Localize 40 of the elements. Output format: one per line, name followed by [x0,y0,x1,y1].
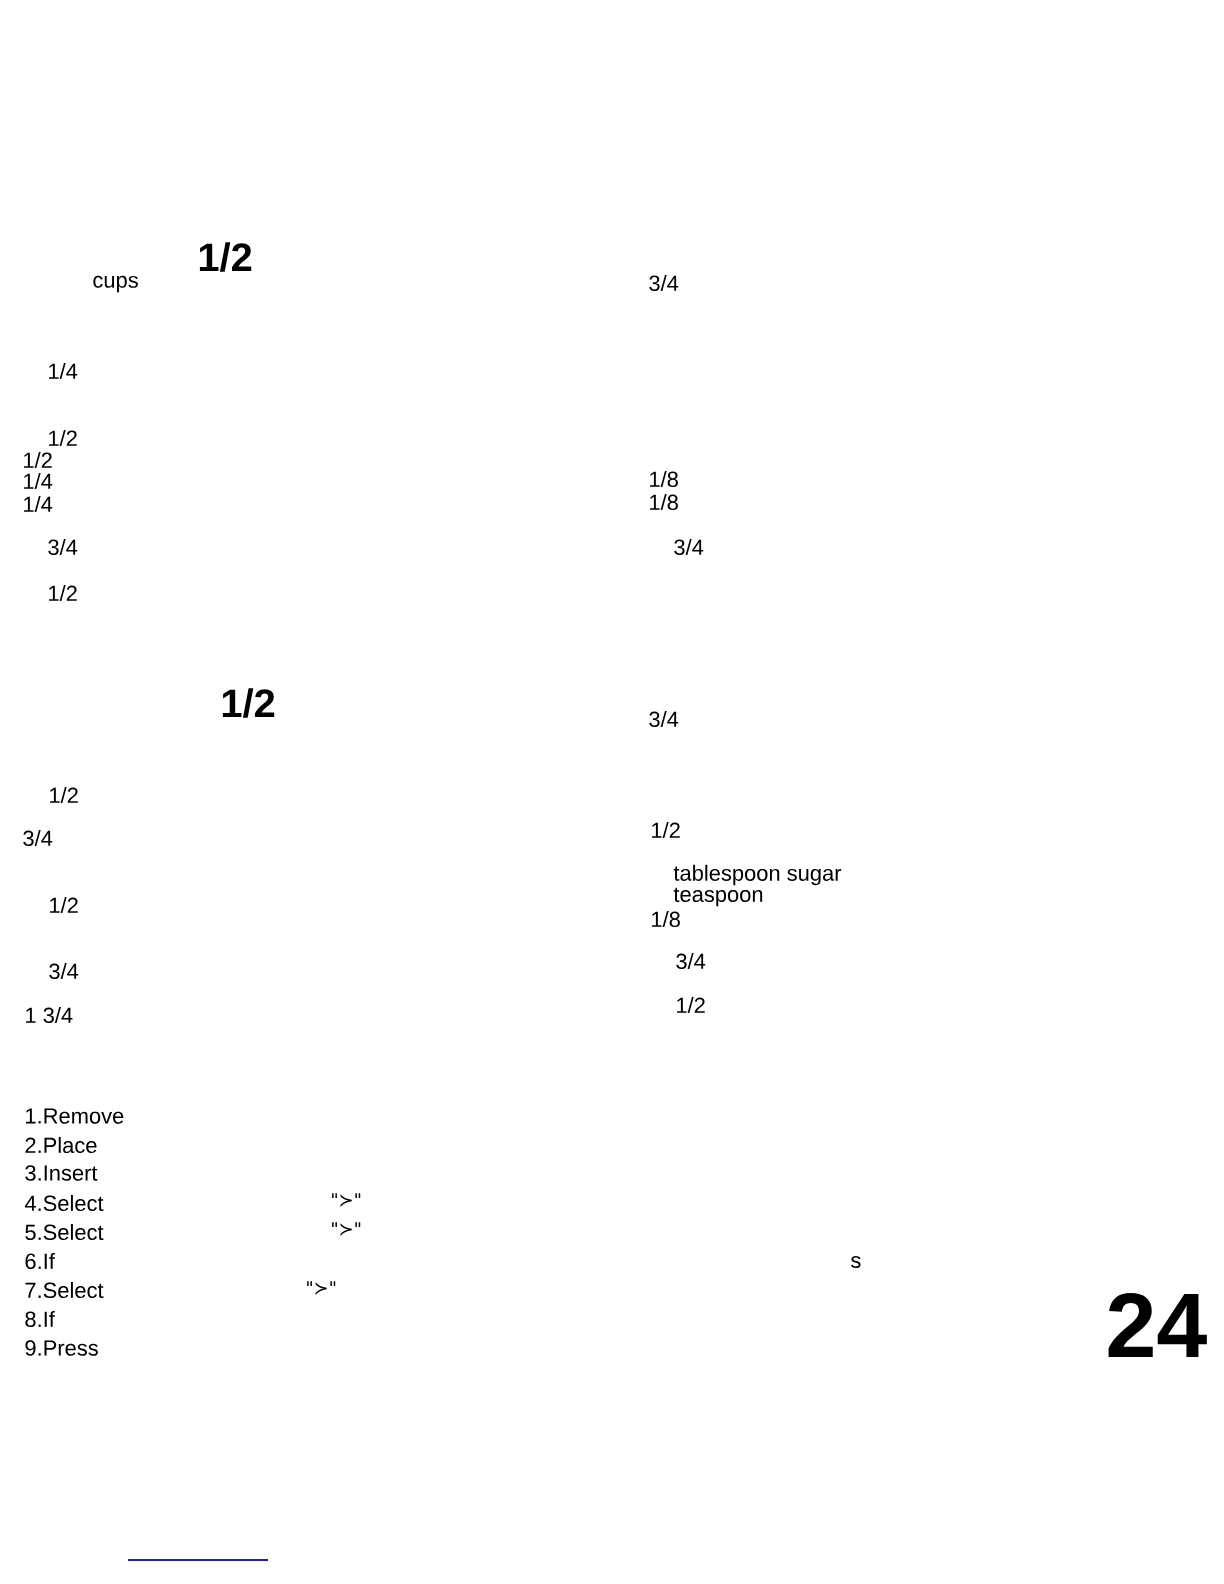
page-number: 24 [1108,1293,1207,1357]
recipe-text: 1/8 [650,493,678,511]
recipe-text: 9.Press [25,1340,98,1356]
recipe-text: 3/4 [49,962,79,980]
recipe-text: 1/2 [50,786,78,804]
recipe-text: 3.Insert [25,1165,98,1181]
recipe-text: 1.Remove [26,1108,124,1124]
recipe-text: 1/2 [677,996,705,1014]
recipe-text: 1/8 [652,910,680,928]
recipe-text: 3/4 [23,829,53,847]
recipe-text: 3/4 [674,538,704,556]
recipe-text: 1/4 [24,495,53,513]
recipe-text: 2.Place [25,1136,97,1154]
button-symbol: "≻" [307,1281,336,1295]
recipe-text: s [851,1256,861,1268]
recipe-text: tablespoon sugar [673,864,842,886]
recipe-text: teaspoon [673,887,763,907]
recipe-text: 1/8 [650,470,678,488]
recipe-text: 3/4 [649,274,679,292]
recipe-text: 6.If [25,1253,55,1270]
recipe-text: 1/2 [49,429,77,447]
recipe-text: 5.Select [25,1223,104,1241]
recipe-text: 4.Select [24,1194,104,1212]
recipe-text: 3/4 [649,710,679,728]
recipe-text: 8.If [25,1311,55,1328]
recipe-text: 1/4 [24,472,53,490]
recipe-text: 1 3/4 [26,1006,73,1024]
button-symbol: "≻" [332,1193,361,1207]
recipe-text: 3/4 [676,952,706,970]
recipe-text: 7.Select [25,1281,104,1299]
button-symbol: "≻" [332,1222,361,1236]
recipe-text: 3/4 [48,538,78,556]
fraction-heading: 1/2 [199,242,252,272]
recipe-text: 1/2 [50,896,78,914]
recipe-text: 1/2 [49,584,77,602]
recipe-text: 1/2 [24,451,52,469]
recipe-text: 1/2 [652,821,680,839]
recipe-text: 1/4 [49,362,78,380]
recipe-text: cups [93,275,138,293]
fraction-heading: 1/2 [222,688,275,718]
